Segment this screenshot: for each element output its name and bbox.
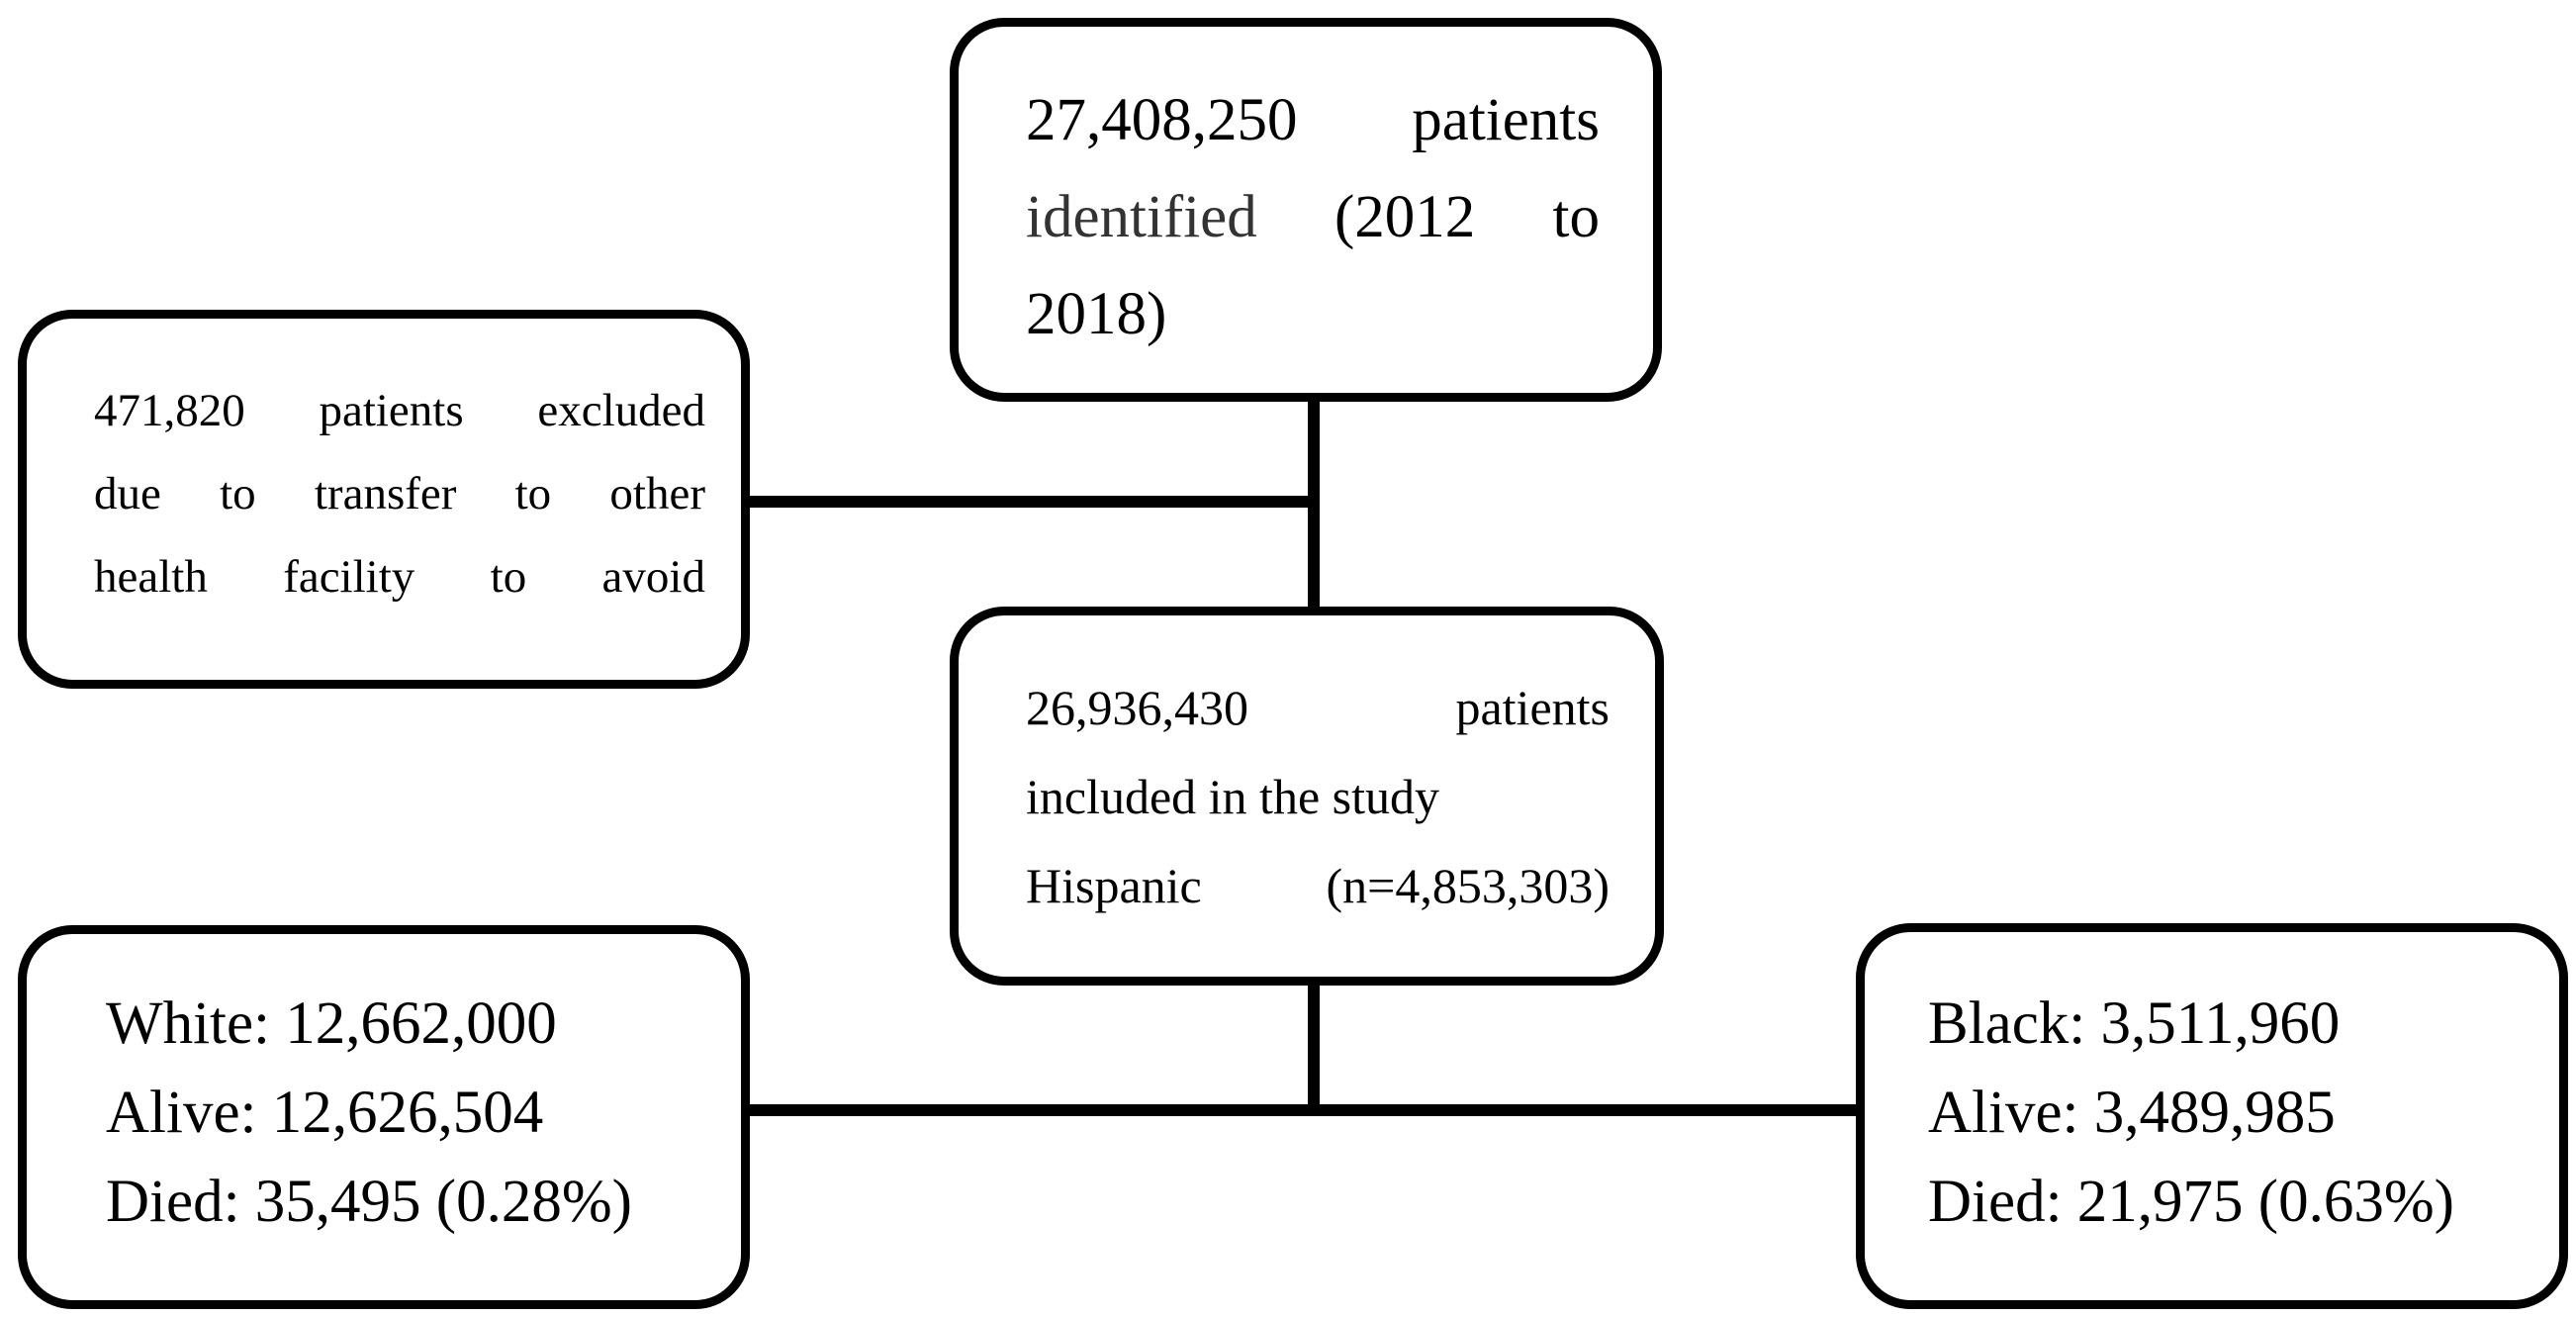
included-count: 26,936,430 <box>1026 680 1248 735</box>
excluded-word: other <box>609 468 705 519</box>
included-line-1: 26,936,430 patients <box>1026 679 1610 736</box>
identified-box: 27,408,250 patients identified (2012 to … <box>950 18 1662 402</box>
excluded-word: avoid <box>601 551 705 603</box>
black-alive: Alive: 3,489,985 <box>1928 1080 2336 1146</box>
white-alive: Alive: 12,626,504 <box>106 1080 544 1146</box>
identified-word-year-start: (2012 <box>1334 184 1476 250</box>
excluded-box: 471,820 patients excluded due to transfe… <box>18 310 750 689</box>
excluded-word: facility <box>283 551 415 603</box>
black-total: Black: 3,511,960 <box>1928 990 2341 1057</box>
excluded-word: due <box>94 468 161 519</box>
identified-line-3: 2018) <box>1026 281 1167 347</box>
identified-word-patients: patients <box>1412 87 1600 153</box>
identified-line-2: identified (2012 to <box>1026 183 1600 252</box>
excluded-word: excluded <box>537 385 705 436</box>
excluded-word: to <box>514 468 552 519</box>
identified-line-1: 27,408,250 patients <box>1026 86 1600 155</box>
included-line-3: Hispanic (n=4,853,303) <box>1026 857 1610 914</box>
identified-word-to: to <box>1552 184 1600 250</box>
excluded-word: health <box>94 551 208 603</box>
included-box: 26,936,430 patients included in the stud… <box>950 607 1664 986</box>
identified-word-identified: identified <box>1026 184 1257 250</box>
excluded-line-3: health facility to avoid <box>94 550 705 604</box>
black-died: Died: 21,975 (0.63%) <box>1928 1169 2454 1235</box>
included-hispanic-label: Hispanic <box>1026 858 1202 913</box>
connector-groups-horizontal <box>748 1104 1858 1116</box>
excluded-line-1: 471,820 patients excluded <box>94 384 705 437</box>
white-died: Died: 35,495 (0.28%) <box>106 1169 632 1235</box>
connector-identified-to-included <box>1308 400 1320 610</box>
excluded-count: 471,820 <box>94 385 245 436</box>
excluded-word: transfer <box>314 468 457 519</box>
excluded-word: to <box>490 551 527 603</box>
excluded-line-2: due to transfer to other <box>94 467 705 520</box>
excluded-word: patients <box>319 385 464 436</box>
connector-included-to-groups <box>1308 984 1320 1110</box>
black-box: Black: 3,511,960 Alive: 3,489,985 Died: … <box>1856 923 2568 1309</box>
included-hispanic-count: (n=4,853,303) <box>1326 858 1610 913</box>
included-word-patients: patients <box>1455 680 1610 735</box>
identified-count: 27,408,250 <box>1026 87 1298 153</box>
included-line-2: included in the study <box>1026 769 1439 824</box>
connector-excluded-branch <box>748 496 1314 508</box>
white-box: White: 12,662,000 Alive: 12,626,504 Died… <box>18 925 750 1309</box>
white-total: White: 12,662,000 <box>106 990 557 1057</box>
excluded-word: to <box>220 468 256 519</box>
